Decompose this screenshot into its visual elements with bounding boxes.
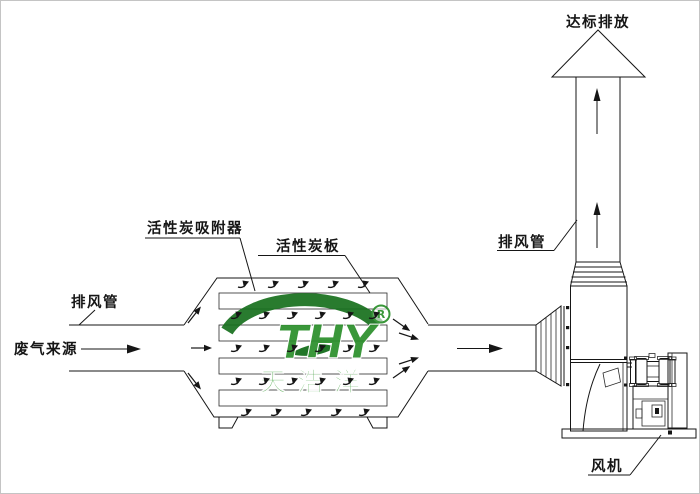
inlet-side-plate — [667, 352, 688, 429]
adsorber-unit — [183, 277, 429, 429]
cutoff-bracket — [602, 367, 621, 388]
flow-arrow-right — [81, 344, 141, 354]
registered-icon — [371, 304, 391, 324]
flex-connector — [535, 304, 565, 387]
label-adsorber-group: 活性炭吸附器 — [145, 219, 256, 292]
label-stack-pipe: 排风管 — [498, 233, 546, 251]
adsorber-foot — [366, 416, 388, 429]
outlet-duct — [428, 324, 536, 372]
bearing-coupling — [629, 353, 677, 387]
fan-housing — [566, 285, 628, 432]
exhaust-stack-pipe — [575, 77, 621, 262]
fan-drive-assembly — [561, 352, 697, 439]
leader-line — [344, 255, 371, 294]
leader-line — [553, 219, 578, 251]
carbon-plates — [218, 292, 388, 407]
label-fan-group: 风机 — [588, 434, 662, 476]
label-emission: 达标排放 — [566, 13, 630, 31]
label-adsorber: 活性炭吸附器 — [147, 219, 243, 237]
thy-logo: THY R 天浩洋 — [221, 293, 391, 398]
label-carbon-plate-group: 活性炭板 — [258, 237, 371, 294]
label-gas-source: 废气来源 — [14, 340, 78, 358]
base-frame — [561, 428, 697, 439]
leader-line — [78, 309, 96, 326]
leader-line — [629, 434, 662, 476]
up-arrow — [593, 202, 601, 248]
logo-cn-text: 天浩洋 — [260, 367, 371, 398]
adsorber-foot — [218, 416, 239, 429]
logo-leaf — [290, 344, 337, 356]
label-carbon-plate: 活性炭板 — [276, 237, 340, 255]
label-inlet-pipe: 排风管 — [71, 293, 119, 311]
logo-text: THY — [277, 315, 381, 369]
label-stack-pipe-group: 排风管 — [497, 219, 578, 251]
emission-cone — [550, 29, 647, 78]
label-fan: 风机 — [591, 457, 623, 475]
flow-arrow-right — [457, 344, 503, 353]
motor — [632, 385, 669, 430]
registered-letter: R — [377, 308, 386, 321]
stack-transition — [570, 261, 628, 287]
logo-swoosh — [221, 293, 383, 335]
inlet-duct — [69, 324, 184, 372]
volute-curve — [582, 363, 601, 432]
label-inlet-pipe-group: 排风管 — [71, 293, 119, 326]
up-arrow — [593, 88, 601, 134]
leader-line — [239, 237, 256, 292]
